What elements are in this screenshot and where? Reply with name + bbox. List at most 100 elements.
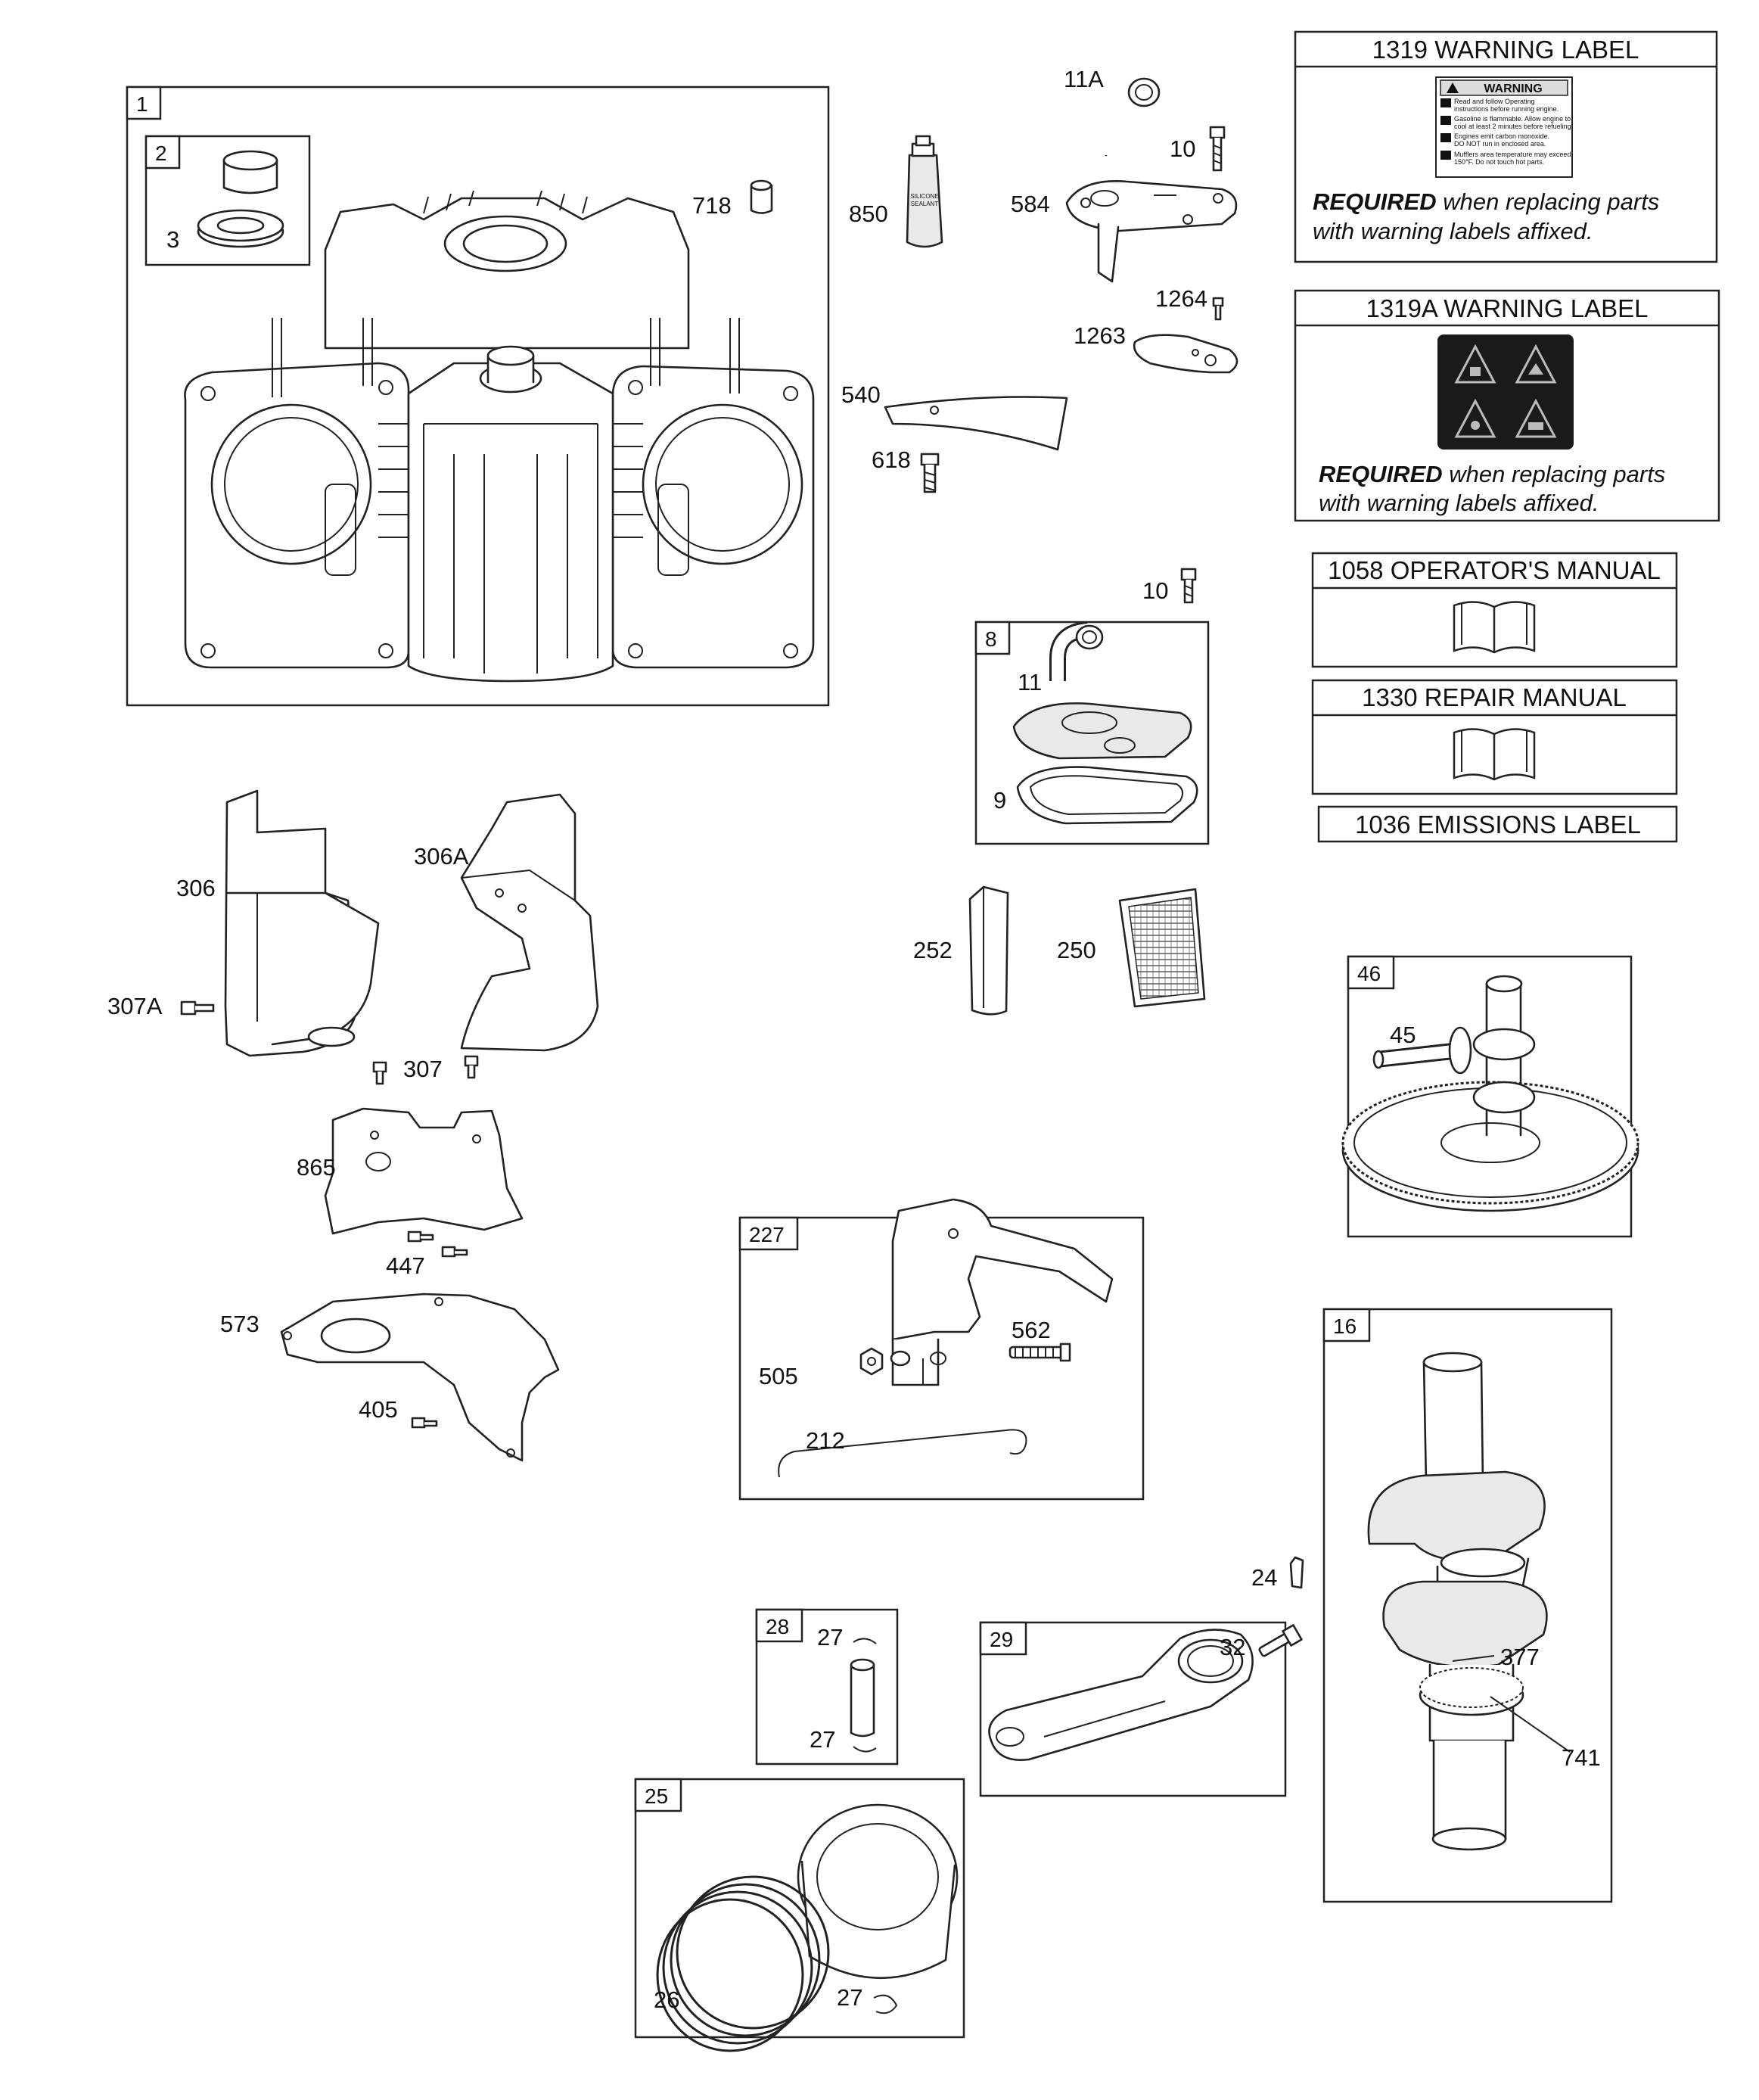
governor-link-rod-part <box>778 1429 1027 1478</box>
label-505: 505 <box>759 1363 798 1389</box>
legend-1319-required-line2: with warning labels affixed. <box>1313 218 1593 244</box>
group-tag-16: 16 <box>1333 1314 1357 1338</box>
warning-line-7: Mufflers area temperature may exceed <box>1454 151 1571 158</box>
sealant-tube-part: SILICONE SEALANT <box>906 135 943 248</box>
group-tag-227: 227 <box>749 1223 785 1246</box>
legend-emissions-label: 1036 EMISSIONS LABEL <box>1317 805 1678 843</box>
label-27-piston: 27 <box>837 1984 862 2011</box>
leader-lines <box>1154 194 1571 1753</box>
label-3: 3 <box>166 226 179 253</box>
group-tag-8: 8 <box>985 627 997 651</box>
group-box-28: 28 <box>755 1608 899 1766</box>
warning-line-3: Gasoline is flammable. Allow engine to <box>1454 115 1571 123</box>
label-32: 32 <box>1220 1634 1245 1660</box>
group-tag-25: 25 <box>645 1784 668 1808</box>
governor-lever-part <box>891 1198 1114 1386</box>
group-box-1: 1 <box>126 86 830 707</box>
screen-filter-part <box>1118 888 1206 1008</box>
legend-1319a-title: 1319A WARNING LABEL <box>1366 294 1649 322</box>
breather-tube-elbow-part <box>1099 76 1161 157</box>
label-306A: 306A <box>414 843 469 870</box>
filter-block-part <box>968 885 1009 1016</box>
svg-text:REQUIRED when replacing parts: REQUIRED when replacing parts <box>1319 461 1665 487</box>
label-865: 865 <box>297 1154 336 1181</box>
warning-line-6: DO NOT run in enclosed area. <box>1454 140 1546 148</box>
label-212: 212 <box>806 1427 845 1454</box>
screw-part <box>372 1055 479 1085</box>
group-tag-28: 28 <box>766 1615 789 1638</box>
rod-bolt-part <box>1258 1624 1303 1657</box>
label-618: 618 <box>872 446 911 473</box>
sealant-label-line2: SEALANT <box>911 201 939 207</box>
label-45: 45 <box>1390 1022 1416 1048</box>
sealant-label-line1: SILICONE <box>910 193 938 200</box>
label-27-bottom: 27 <box>810 1726 835 1753</box>
label-307: 307 <box>403 1056 443 1082</box>
label-26: 26 <box>654 1986 679 2013</box>
hazard-pictogram-icon <box>1437 334 1574 450</box>
legend-1319a-warning-label: 1319A WARNING LABEL REQUIRED when replac… <box>1294 289 1720 522</box>
warning-line-8: 150°F. Do not touch hot parts. <box>1454 158 1544 166</box>
breather-cover-part <box>1065 180 1238 283</box>
nut-part <box>859 1347 911 1376</box>
legend-1319-title: 1319 WARNING LABEL <box>1372 36 1639 64</box>
piston-part <box>797 1803 959 1980</box>
flange-bolt-part <box>920 453 940 493</box>
part-labels: 3 718 850 11A 10 584 1264 1263 540 618 1… <box>107 66 1601 2013</box>
breather-assembly-part <box>1012 621 1198 825</box>
legend-1319a-required-rest: when replacing parts <box>1443 461 1666 487</box>
label-10-mid: 10 <box>1142 577 1168 604</box>
retaining-clip-part <box>873 1994 898 2014</box>
label-562: 562 <box>1012 1317 1051 1343</box>
air-guide-bracket-part <box>324 1107 524 1235</box>
label-252: 252 <box>913 937 953 963</box>
emissions-label-title: 1036 EMISSIONS LABEL <box>1355 810 1641 838</box>
piston-ring-set-part <box>656 1875 830 2052</box>
warning-badge-text: WARNING <box>1484 82 1542 95</box>
label-540: 540 <box>841 381 881 408</box>
group-tag-1: 1 <box>136 92 148 116</box>
book-icon <box>1453 728 1536 781</box>
legend-repair-manual: 1330 REPAIR MANUAL <box>1311 679 1678 795</box>
group-tag-46: 46 <box>1357 962 1381 985</box>
warning-decal-icon: WARNING Read and follow Operating instru… <box>1435 76 1573 178</box>
label-9: 9 <box>993 787 1006 814</box>
breather-plate-part <box>1133 334 1238 374</box>
legend-operators-manual: 1058 OPERATOR'S MANUAL <box>1311 552 1678 668</box>
label-250: 250 <box>1057 937 1096 963</box>
legend-1319a-required: REQUIRED <box>1319 461 1443 487</box>
bolt-part <box>1180 568 1197 604</box>
gasket-part <box>884 396 1068 451</box>
label-850: 850 <box>849 201 888 227</box>
legend-1319-required-rest: when replacing parts <box>1437 188 1660 215</box>
legend-1319-warning-label: 1319 WARNING LABEL WARNING Read and foll… <box>1294 30 1718 263</box>
dowel-pin-part <box>750 179 773 214</box>
label-11: 11 <box>1018 669 1042 695</box>
screw-part <box>1212 297 1224 321</box>
legend-1319a-required-line2: with warning labels affixed. <box>1319 490 1599 516</box>
group-box-25: 25 <box>634 1778 965 2039</box>
group-box-2: 2 <box>145 135 311 266</box>
group-box-8: 8 <box>974 621 1210 845</box>
bolt-part <box>1209 126 1226 172</box>
label-11A: 11A <box>1064 66 1104 92</box>
group-box-16: 16 <box>1322 1308 1613 1903</box>
oil-seal-part <box>197 209 284 248</box>
label-405: 405 <box>359 1396 398 1423</box>
label-24: 24 <box>1251 1564 1277 1591</box>
screw-part <box>180 1000 215 1016</box>
label-1263: 1263 <box>1074 322 1126 349</box>
operators-manual-title: 1058 OPERATOR'S MANUAL <box>1328 556 1661 584</box>
label-377: 377 <box>1500 1644 1540 1670</box>
bushing-part <box>222 150 278 194</box>
crankshaft-part <box>1367 1352 1548 1851</box>
group-box-46: 46 <box>1347 955 1633 1238</box>
svg-text:REQUIRED when replacing parts: REQUIRED when replacing parts <box>1313 188 1659 215</box>
cylinder-baffle-left-part <box>224 789 380 1057</box>
warning-line-1: Read and follow Operating <box>1454 98 1535 105</box>
legend-1319-required: REQUIRED <box>1313 188 1437 215</box>
label-306: 306 <box>176 875 216 901</box>
warning-line-5: Engines emit carbon monoxide. <box>1454 132 1549 140</box>
label-741: 741 <box>1562 1744 1601 1771</box>
cylinder-block-part <box>184 190 815 683</box>
